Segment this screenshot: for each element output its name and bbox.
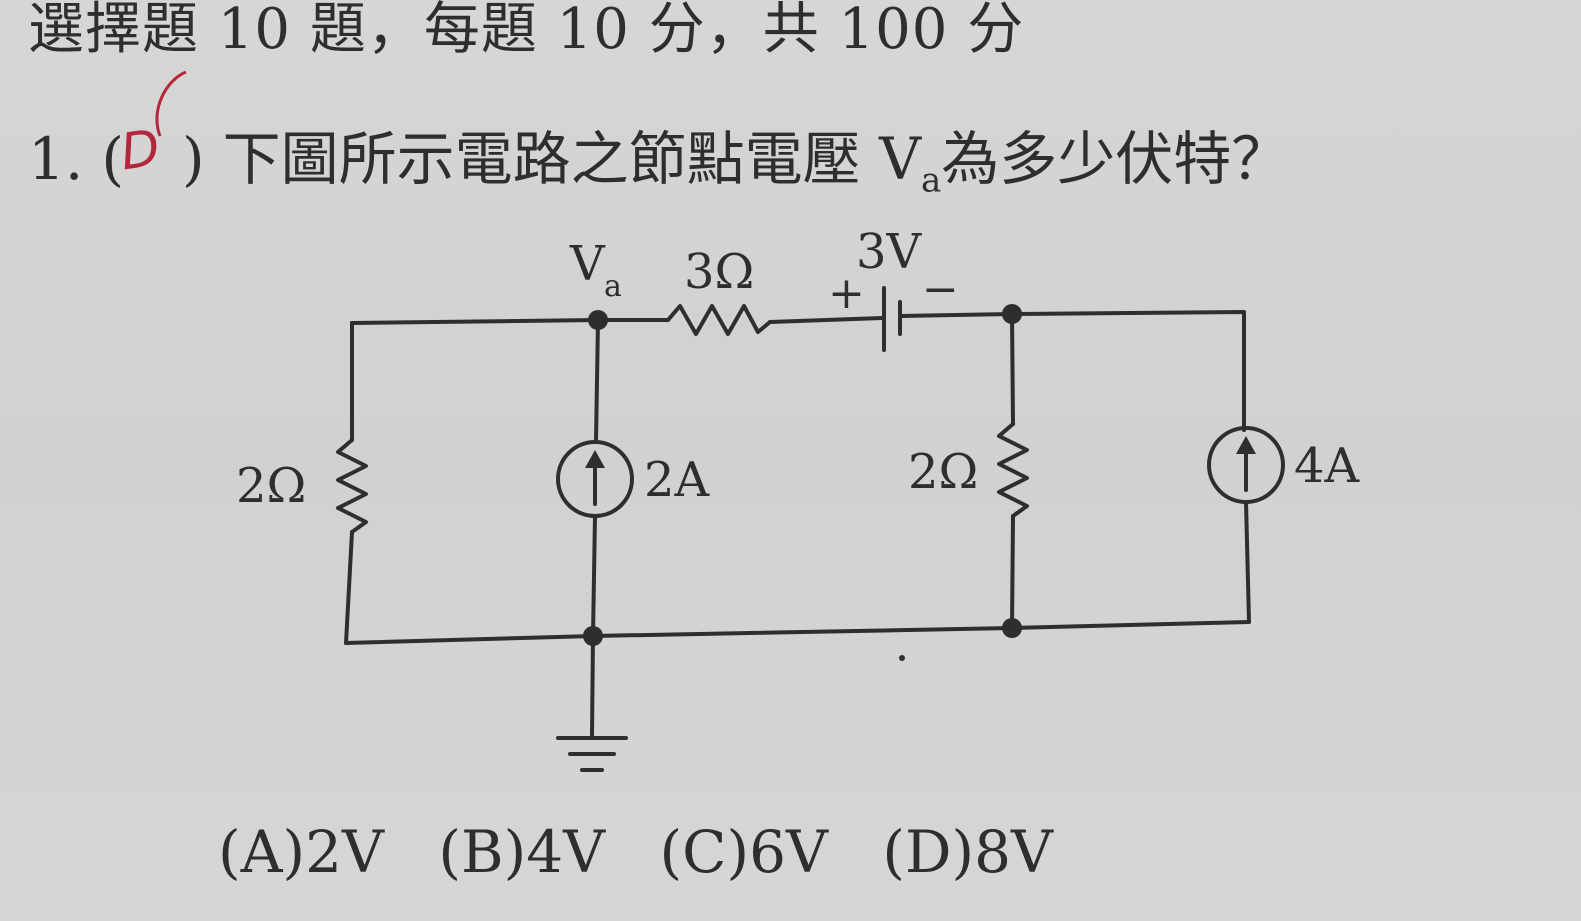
question-text-after: 為多少伏特？ — [941, 125, 1290, 193]
node-ground-dot — [583, 626, 603, 646]
option-c: (C)6V — [659, 818, 828, 886]
right-resistor-symbol — [997, 422, 1029, 518]
paren-close: ) — [181, 125, 205, 193]
wire-resistor-to-battery — [768, 316, 884, 324]
current-source-2a-label: 2A — [644, 452, 711, 508]
wire-far-right-lower — [1244, 500, 1251, 624]
current-source-4a-circle — [1207, 426, 1285, 504]
question-1: 1. () D 下圖所示電路之節點電壓 Va為多少伏特？ — [28, 112, 1289, 201]
voltage-source-label: 3V — [856, 224, 923, 280]
question-text: 下圖所示電路之節點電壓 Va為多少伏特？ — [223, 112, 1290, 201]
option-b: (B)4V — [438, 818, 606, 886]
option-a: (A)2V — [218, 818, 384, 886]
wire-left-lower — [344, 530, 354, 645]
battery-plus-label: + — [828, 268, 865, 319]
handwritten-check-stroke — [155, 70, 187, 137]
node-va-label: V — [569, 236, 606, 292]
series-resistor-label: 3Ω — [684, 244, 754, 300]
answer-blank: () D — [101, 119, 205, 193]
left-resistor-label: 2Ω — [236, 458, 306, 514]
current-source-2a-circle — [556, 440, 634, 518]
option-d: (D)8V — [882, 818, 1053, 886]
ink-speck — [899, 655, 905, 661]
current-source-4a-arrow-head — [1236, 436, 1256, 454]
section-header: 選擇題 10 題，每題 10 分，共 100 分 — [28, 0, 1025, 62]
paren-open: ( — [101, 125, 124, 193]
node-va-label-sub: a — [604, 269, 622, 304]
series-resistor-symbol — [666, 304, 772, 336]
question-text-before: 下圖所示電路之節點電壓 V — [222, 125, 921, 193]
wire-top-right — [1010, 310, 1246, 432]
wire-top-left — [350, 318, 600, 325]
answer-options: (A)2V (B)4V (C)6V (D)8V — [218, 818, 1053, 886]
wire-bottom — [344, 620, 1251, 645]
wire-right-mid-upper — [1010, 312, 1015, 426]
question-subscript: a — [920, 160, 942, 201]
current-source-4a-label: 4A — [1294, 438, 1361, 494]
wire-right-mid-lower — [1010, 514, 1015, 630]
wire-battery-to-node — [898, 312, 1014, 318]
wire-middle-upper — [594, 318, 600, 444]
left-resistor-symbol — [336, 438, 368, 534]
current-source-2a-arrow-head — [585, 450, 605, 468]
node-right-bottom-dot — [1002, 618, 1022, 638]
node-va-dot — [588, 310, 608, 330]
right-resistor-label: 2Ω — [908, 444, 978, 500]
wire-ground — [590, 634, 595, 738]
node-right-top-dot — [1002, 304, 1022, 324]
question-number: 1. — [28, 125, 84, 193]
battery-minus-label: − — [922, 264, 959, 315]
wire-middle-lower — [591, 514, 597, 638]
